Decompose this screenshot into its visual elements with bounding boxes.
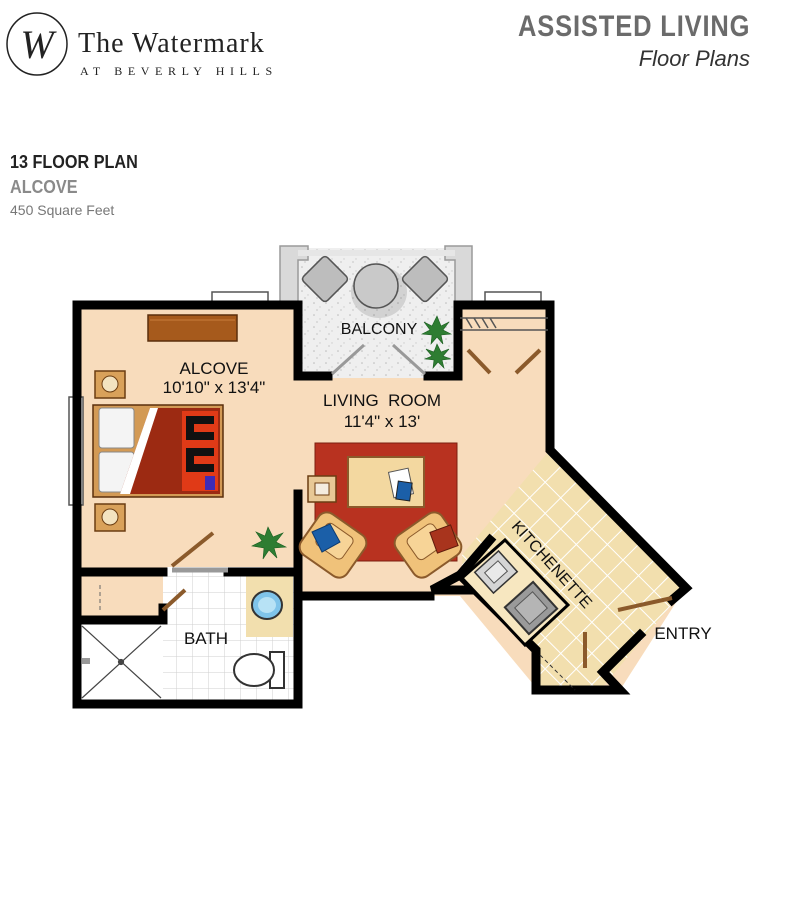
brand-logo[interactable]: W The Watermark AT BEVERLY HILLS <box>0 10 320 80</box>
bath-label: BATH <box>184 629 228 648</box>
door-swings <box>161 348 673 668</box>
section-subtitle: Floor Plans <box>638 46 750 71</box>
coffee-table <box>347 456 425 508</box>
watermark-logo-icon: W <box>6 12 68 76</box>
closet-rod <box>460 317 548 331</box>
dresser <box>147 314 238 342</box>
magazine-icon <box>387 467 415 502</box>
plan-title: 13 FLOOR PLAN <box>10 152 138 172</box>
living-room-label: LIVING ROOM <box>323 391 441 410</box>
armchair <box>393 511 463 579</box>
plan-info: 13 FLOOR PLAN ALCOVE 450 Square Feet <box>10 152 152 218</box>
plant-icon <box>251 315 453 560</box>
logo-letter: W <box>20 22 57 67</box>
balcony-doors <box>330 343 427 376</box>
section-header: ASSISTED LIVING Floor Plans <box>477 10 750 72</box>
plan-area: 450 Square Feet <box>10 202 115 218</box>
walls <box>72 300 693 709</box>
alcove-dimensions: 10'10" x 13'4" <box>163 378 266 397</box>
section-title: ASSISTED LIVING <box>517 10 750 43</box>
living-room-dimensions: 11'4" x 13' <box>344 412 420 431</box>
entry-label: ENTRY <box>654 624 711 643</box>
balcony-label: BALCONY <box>341 321 418 338</box>
armchair <box>298 511 368 579</box>
balcony-table <box>301 255 449 318</box>
bed <box>92 404 224 498</box>
brand-subtitle: AT BEVERLY HILLS <box>80 64 278 78</box>
shower-icon <box>81 625 162 699</box>
alcove-label: ALCOVE <box>180 359 249 378</box>
plan-type: ALCOVE <box>10 177 78 197</box>
brand-name: The Watermark <box>78 28 265 59</box>
toilet-icon <box>233 651 285 689</box>
